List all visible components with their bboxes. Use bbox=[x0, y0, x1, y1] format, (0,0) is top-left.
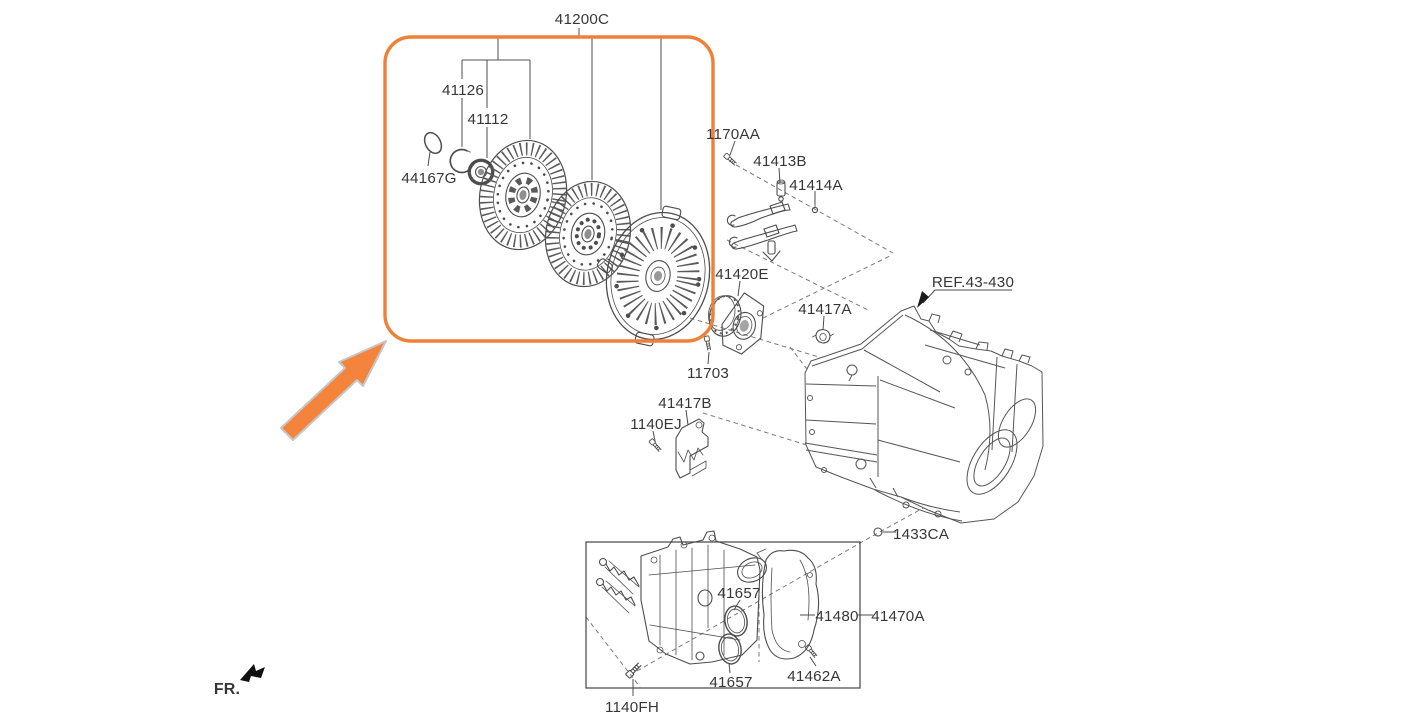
highlight-arrow-icon bbox=[280, 340, 387, 441]
clutch-kit-leader-lines bbox=[427, 28, 662, 210]
diaphragm-fingers bbox=[616, 226, 700, 326]
clutch-disc-front bbox=[478, 139, 568, 251]
part-label-41112: 41112 bbox=[468, 111, 509, 128]
release-fork-41413B bbox=[726, 179, 798, 262]
bolt-1170AA bbox=[723, 152, 737, 166]
clip-41417A bbox=[812, 328, 834, 344]
part-label-1433CA: 1433CA bbox=[893, 526, 950, 543]
part-label-41417A: 41417A bbox=[798, 301, 852, 318]
hub-bolt-dots bbox=[574, 217, 602, 251]
bolt-1140EJ bbox=[648, 438, 662, 452]
ref-arrowhead-icon bbox=[917, 291, 929, 308]
o-ring-41657-lower bbox=[718, 633, 742, 665]
part-label-11703: 11703 bbox=[687, 365, 729, 382]
fr-arrow-icon bbox=[240, 664, 265, 682]
part-label-41462A: 41462A bbox=[787, 668, 841, 685]
part-label-1140FH: 1140FH bbox=[605, 699, 659, 716]
transaxle-case bbox=[804, 305, 1044, 524]
grommet-1433CA bbox=[873, 527, 896, 537]
mount-bracket-41417B bbox=[675, 418, 709, 479]
clutch-disc-rear bbox=[544, 180, 632, 288]
actuator-bellows bbox=[595, 557, 640, 614]
actuator-body bbox=[640, 530, 761, 665]
actuator-cover-41480 bbox=[737, 548, 820, 660]
part-label-41470A: 41470A bbox=[871, 608, 925, 625]
release-bearing-41420E bbox=[708, 292, 765, 355]
part-label-41480: 41480 bbox=[815, 608, 858, 625]
part-label-41414A: 41414A bbox=[789, 177, 843, 194]
part-label-41126: 41126 bbox=[442, 82, 484, 99]
bolt-11703 bbox=[703, 335, 712, 351]
part-label-41413B: 41413B bbox=[753, 153, 807, 170]
part-leader-lines bbox=[632, 140, 873, 696]
cover-bolt-dots bbox=[614, 221, 702, 331]
rivet-dot-ring bbox=[496, 161, 550, 229]
clutch-cover-pressure-plate bbox=[596, 205, 711, 347]
rivet-dot-ring bbox=[562, 201, 614, 267]
friction-hatch-ring bbox=[546, 182, 630, 286]
part-label-41417B: 41417B bbox=[658, 395, 712, 412]
part-label-41420E: 41420E bbox=[715, 266, 769, 283]
bolt-1140FH bbox=[625, 662, 642, 679]
part-label-1140EJ: 1140EJ bbox=[630, 416, 682, 433]
part-label-44167G: 44167G bbox=[401, 170, 456, 187]
part-label-41657-lower: 41657 bbox=[709, 674, 752, 691]
highlight-frame bbox=[383, 35, 715, 343]
cover-lug bbox=[596, 258, 613, 274]
part-label-1170AA: 1170AA bbox=[706, 126, 761, 143]
bolt-41462A bbox=[804, 644, 818, 658]
ref-leader bbox=[917, 289, 1012, 308]
fr-direction-label: FR. bbox=[214, 681, 240, 698]
spring-windows bbox=[508, 176, 538, 214]
pivot-pin-41414A bbox=[811, 203, 819, 214]
clutch-actuator-41470A bbox=[595, 530, 820, 665]
snap-ring-44167G bbox=[423, 131, 443, 155]
o-ring-41657-upper bbox=[724, 605, 748, 637]
part-label-41200C: 41200C bbox=[555, 11, 609, 28]
ref-label-43-430: REF.43-430 bbox=[932, 274, 1014, 291]
part-label-41657-upper: 41657 bbox=[717, 585, 760, 602]
